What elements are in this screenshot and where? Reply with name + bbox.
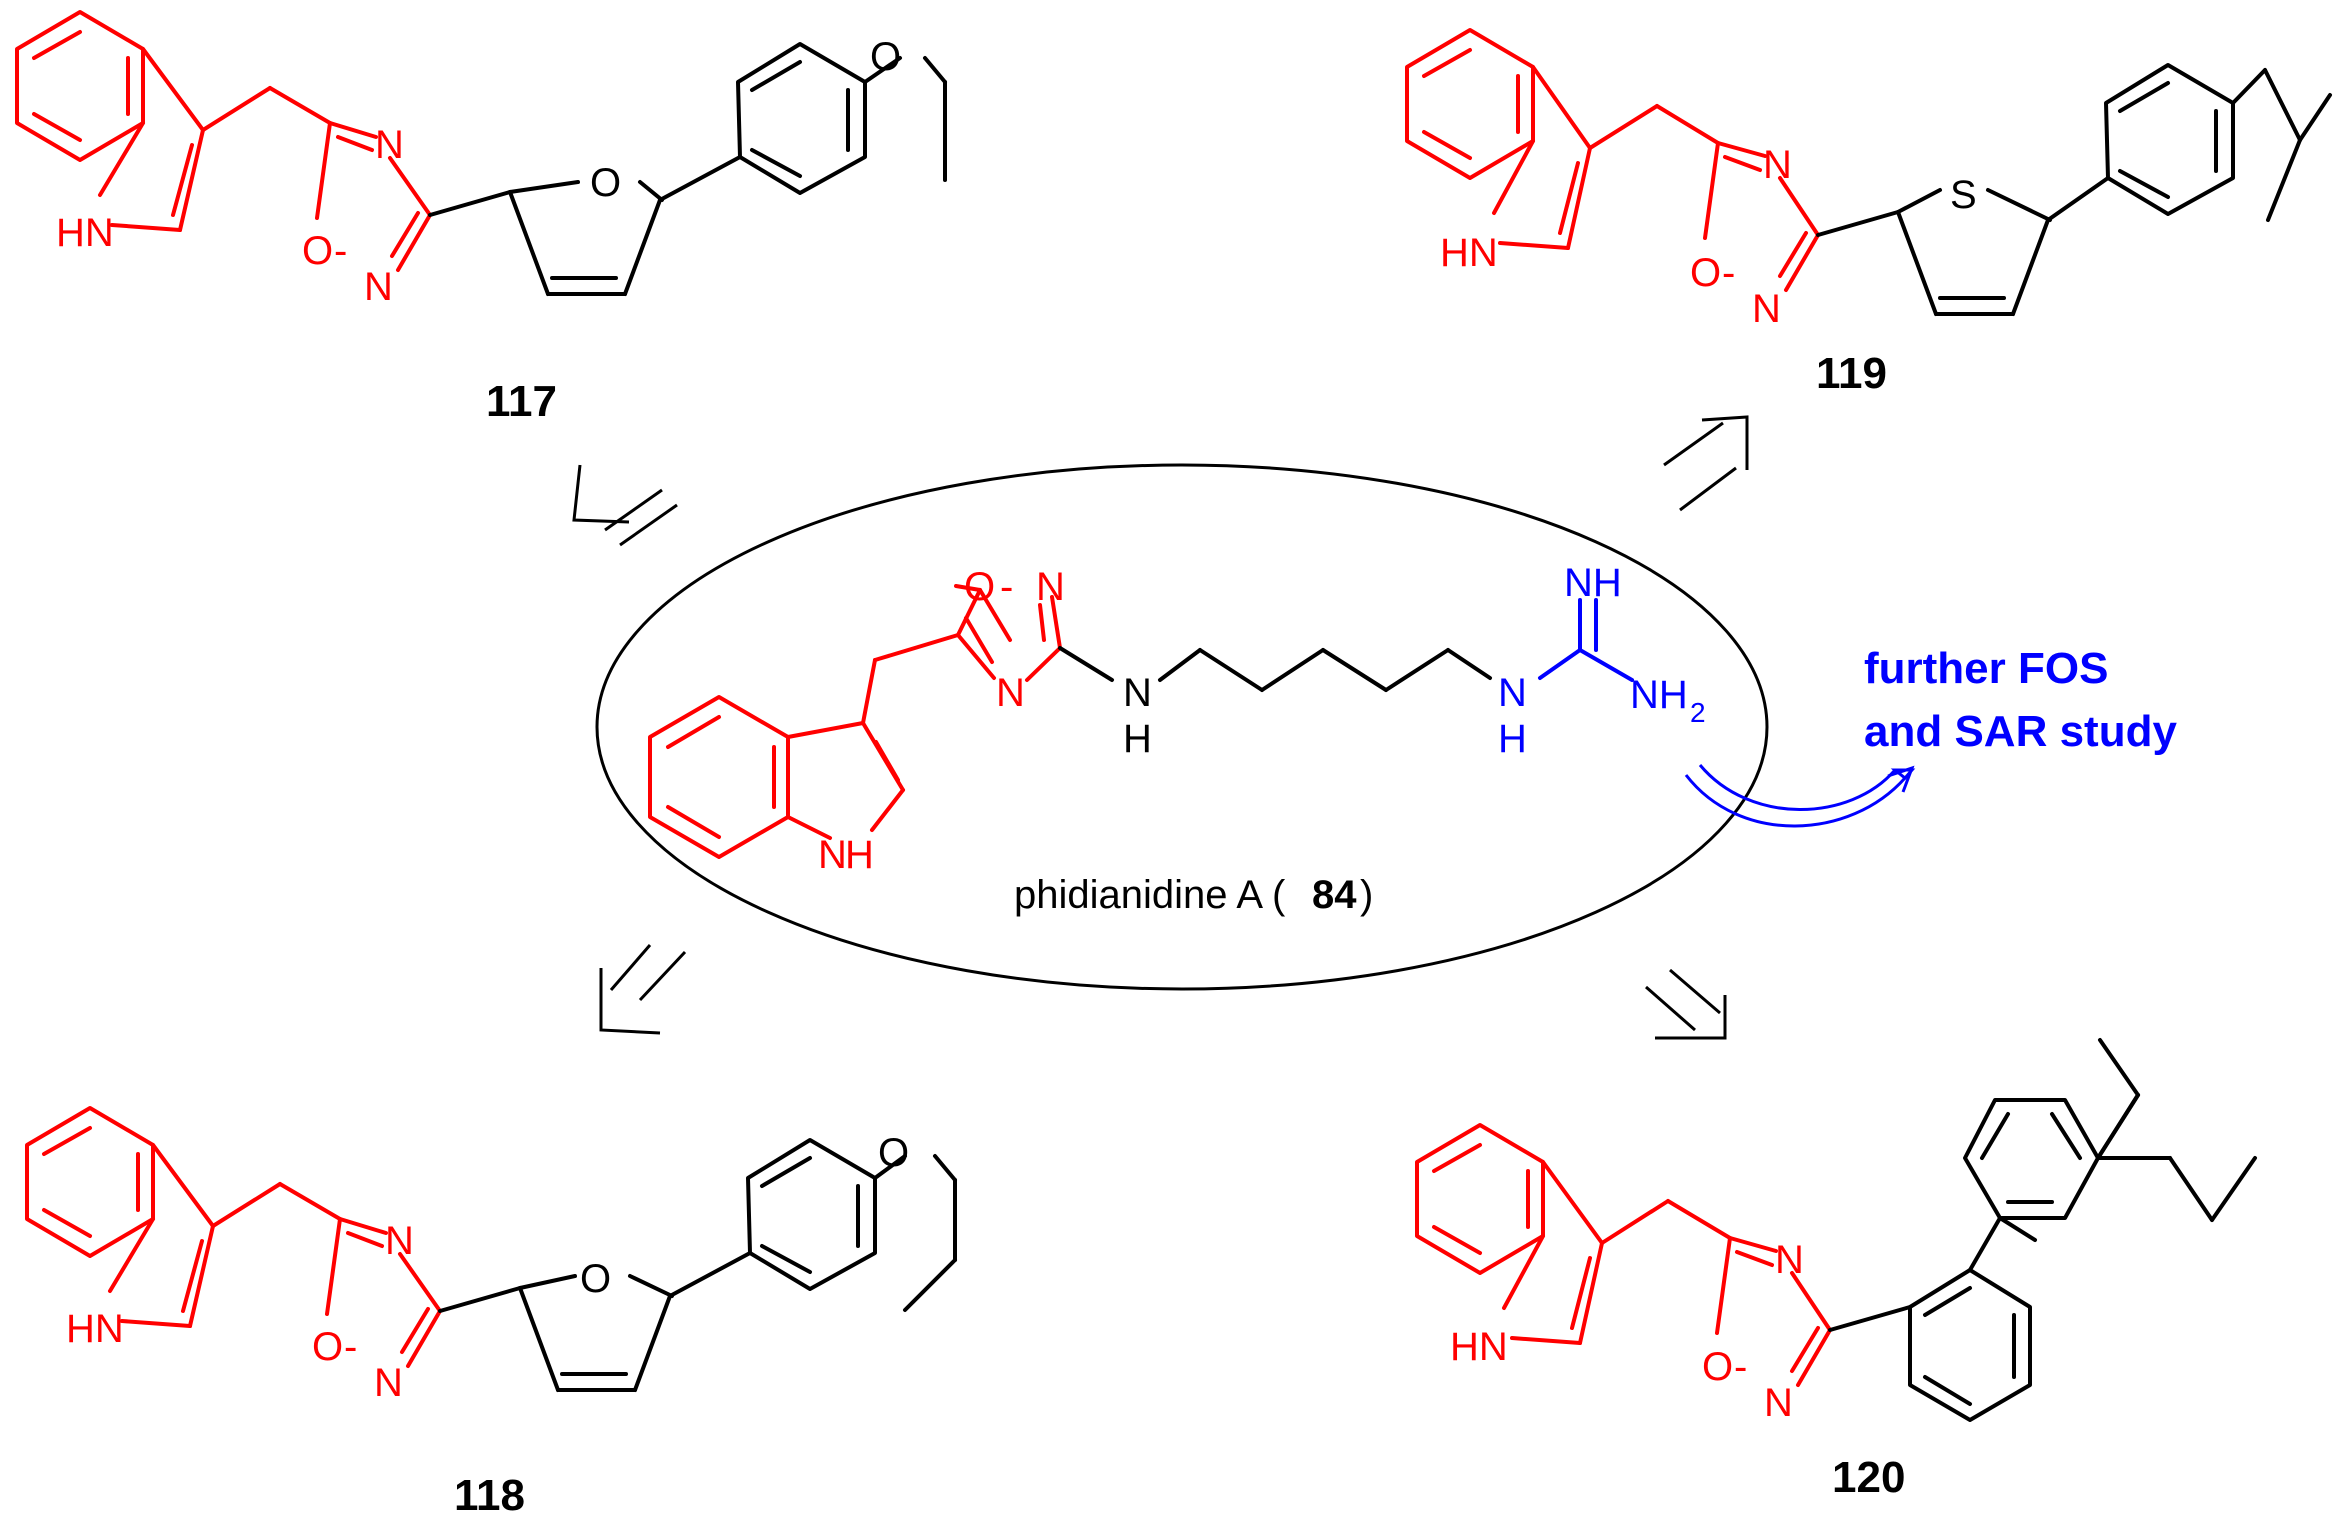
structure-118 [25, 1106, 957, 1392]
o-label: O [312, 1325, 343, 1369]
labels-119: HN O - N N S [1440, 143, 1977, 331]
h-label: H [845, 833, 874, 877]
n-label: N [1036, 565, 1065, 609]
phidianidine-name: phidianidine A ( [1014, 873, 1286, 917]
compound-name-84: phidianidine A ( 84 ) [1014, 873, 1373, 917]
n-label: N [996, 671, 1025, 715]
retro-arrow-119 [1663, 415, 1749, 512]
n-label: N [1775, 1238, 1804, 1282]
oxadiazole-84 [954, 584, 1062, 682]
hn-label: HN [1440, 231, 1498, 275]
compound-number-120: 120 [1832, 1453, 1905, 1502]
curved-arrow [1684, 764, 1916, 828]
name-paren: ) [1360, 873, 1373, 917]
s-label: S [1950, 173, 1977, 217]
pentyl-chain-84 [1058, 646, 1492, 692]
n-label: N [818, 833, 847, 877]
o-label: O [1690, 251, 1721, 295]
atom-labels-84: O - N N N H N H N H NH NH 2 [818, 561, 1706, 877]
o-label: O [1702, 1345, 1733, 1389]
n-label: N [375, 123, 404, 167]
nh2-label: NH [1630, 673, 1688, 717]
svg-text:-: - [1722, 251, 1735, 295]
hn-label: HN [56, 211, 114, 255]
n-label: N [374, 1361, 403, 1405]
labels-118: HN O - N N O O [66, 1131, 909, 1405]
compound-number-118: 118 [454, 1471, 525, 1520]
compound-number-119: 119 [1816, 349, 1887, 398]
hn-label: HN [66, 1307, 124, 1351]
o-label: O [580, 1257, 611, 1301]
n-label: N [1752, 287, 1781, 331]
labels-117: HN O - N N O O [56, 35, 901, 309]
o-label: O [590, 161, 621, 205]
n-label: N [364, 265, 393, 309]
n-label: N [1498, 671, 1527, 715]
structure-120 [1415, 1038, 2257, 1422]
retro-arrow-118 [599, 944, 687, 1035]
n-label: N [1764, 1381, 1793, 1425]
o-label: O [878, 1131, 909, 1175]
phidianidine-a-structure [648, 584, 1634, 859]
dash: - [1000, 565, 1013, 609]
svg-text:-: - [1734, 1345, 1747, 1389]
further-study-note: further FOS and SAR study [1864, 644, 2177, 756]
structure-119 [1405, 28, 2332, 316]
n-label: N [1763, 143, 1792, 187]
h-label: H [1498, 717, 1527, 761]
labels-120: HN O - N N [1450, 1238, 1804, 1425]
o-label: O [870, 35, 901, 79]
svg-text:-: - [334, 229, 347, 273]
note-line-2: and SAR study [1864, 707, 2177, 756]
retro-arrow-117 [572, 464, 678, 547]
retro-arrow-120 [1645, 968, 1727, 1040]
structure-117 [15, 10, 947, 296]
o-label: O [302, 229, 333, 273]
n-label: N [385, 1219, 414, 1263]
svg-text:-: - [344, 1325, 357, 1369]
compound-number-84: 84 [1312, 873, 1357, 917]
n-label: N [1123, 671, 1152, 715]
note-line-1: further FOS [1864, 644, 2108, 693]
nh-label: NH [1564, 561, 1622, 605]
nh2-subscript: 2 [1690, 697, 1706, 728]
guanidine-84 [1538, 598, 1634, 682]
h-label: H [1123, 717, 1152, 761]
o-label: O [964, 565, 995, 609]
central-ellipse [595, 463, 1769, 991]
compound-number-117: 117 [486, 377, 557, 426]
indole-84 [648, 633, 960, 859]
hn-label: HN [1450, 1325, 1508, 1369]
